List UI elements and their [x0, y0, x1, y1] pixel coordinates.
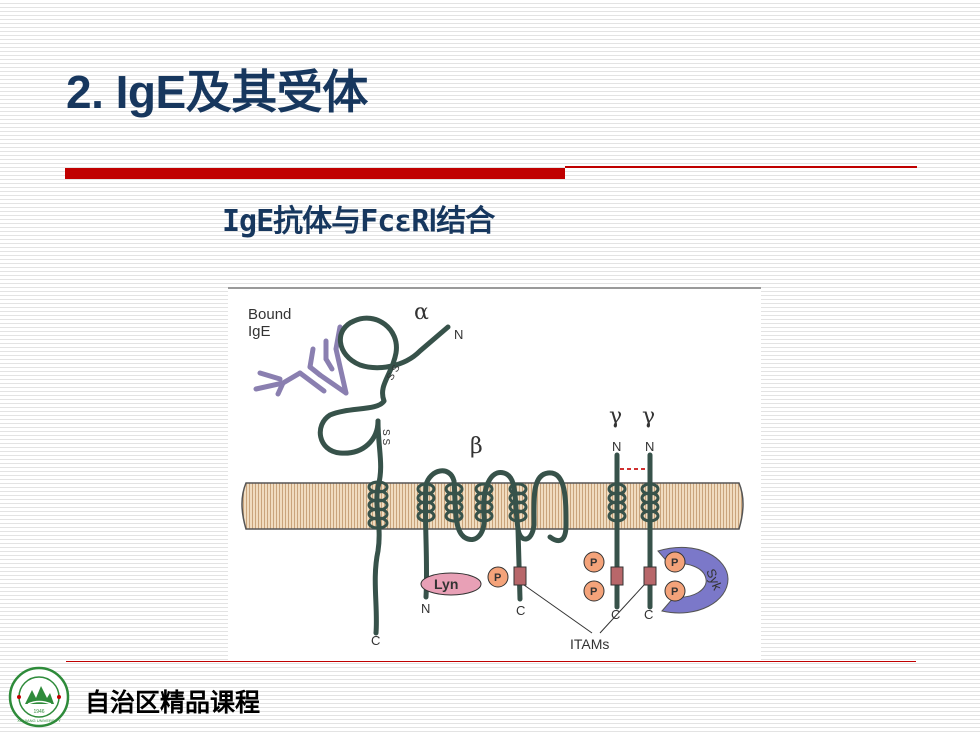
phosphate-labels: P P P P P	[494, 557, 678, 598]
gamma-label-1: γ	[609, 404, 622, 429]
bound-ige-label-line2: IgE	[248, 323, 271, 340]
alpha-c-terminal: C	[371, 633, 380, 648]
fceri-receptor-diagram: Syk Lyn P P P P P S S S S Bound I	[228, 287, 761, 663]
alpha-label: α	[414, 300, 429, 325]
lyn-kinase: Lyn	[420, 572, 482, 596]
phosphate-groups	[487, 551, 686, 602]
beta-membrane-helices	[416, 482, 528, 523]
footer-rule	[66, 661, 916, 662]
alpha-membrane-helix	[367, 480, 389, 530]
seal-english-ring: XINJIANG UNIVERSITY	[17, 718, 61, 723]
gamma-membrane-helices	[607, 482, 660, 523]
svg-text:P: P	[590, 557, 597, 569]
svg-text:P: P	[494, 572, 501, 584]
university-seal-icon: 1946 XINJIANG UNIVERSITY	[8, 666, 70, 728]
gamma2-n-terminal: N	[645, 439, 654, 454]
alpha-n-terminal: N	[454, 327, 463, 342]
svg-text:P: P	[671, 557, 678, 569]
itams-label: ITAMs	[570, 636, 609, 652]
itam-boxes	[513, 566, 657, 586]
footer-course-label: 自治区精品课程	[85, 689, 261, 717]
svg-text:S S: S S	[380, 429, 391, 445]
beta-chain	[422, 468, 569, 602]
title-underline-bar	[65, 168, 565, 179]
gamma2-c-terminal: C	[644, 607, 653, 622]
itam-pointer-lines	[523, 584, 645, 634]
beta-c-terminal: C	[516, 603, 525, 618]
svg-text:P: P	[590, 586, 597, 598]
bound-ige-antibody	[253, 324, 349, 397]
gamma1-n-terminal: N	[612, 439, 621, 454]
bound-ige-label-line1: Bound	[248, 306, 291, 323]
lyn-label: Lyn	[434, 576, 458, 592]
gamma1-c-terminal: C	[611, 607, 620, 622]
beta-n-terminal: N	[421, 601, 430, 616]
title-underline-rule	[565, 166, 917, 168]
slide-subtitle: IgE抗体与FcεRⅠ结合	[222, 204, 495, 239]
beta-label: β	[470, 434, 483, 459]
seal-year: 1946	[33, 709, 44, 715]
gamma-label-2: γ	[642, 404, 655, 429]
slide-title: 2. IgE及其受体	[66, 66, 368, 118]
svg-text:P: P	[671, 586, 678, 598]
